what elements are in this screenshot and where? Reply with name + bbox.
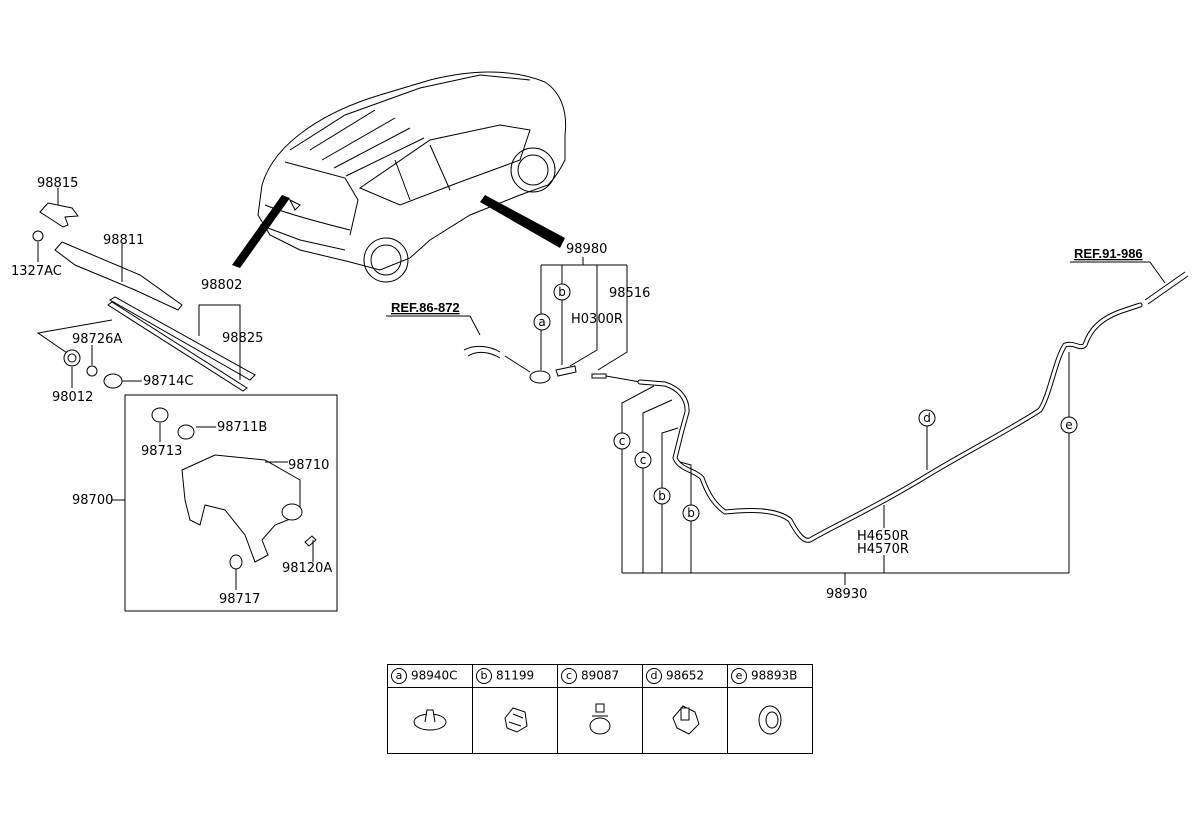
label-98802: 98802 [201, 278, 242, 293]
nut-98726A [86, 365, 98, 377]
label-98815: 98815 [37, 176, 78, 191]
label-H4570R: H4570R [857, 542, 909, 557]
callout-d: d [923, 411, 931, 425]
bushing-98717 [229, 554, 243, 570]
wiper-motor-group: 98700 98713 98711B 98710 98120A 98717 [72, 394, 338, 612]
callout-c-2: c [640, 453, 647, 467]
bolt-98120A [304, 535, 317, 547]
callout-b-2: b [687, 506, 695, 520]
callout-e: e [1065, 418, 1072, 432]
cap-98012 [63, 349, 81, 367]
wiper-motor-98710 [181, 454, 301, 563]
label-98700: 98700 [72, 493, 113, 508]
callout-b-1: b [658, 489, 666, 503]
label-98710: 98710 [288, 458, 329, 473]
bushing-98711B [177, 424, 195, 440]
legend-image-e [727, 687, 813, 754]
label-98825: 98825 [222, 331, 263, 346]
callout-c-1: c [619, 434, 626, 448]
label-98711B: 98711B [217, 420, 267, 435]
callout-b: b [558, 285, 566, 299]
label-H4650R: H4650R [857, 529, 909, 544]
legend-image-d [642, 687, 728, 754]
label-98980: 98980 [566, 242, 607, 257]
legend-image-b [472, 687, 558, 754]
label-98120A: 98120A [282, 561, 332, 576]
washer-hose-98930: REF.91-986 c c b b d e H4650R H4570R 989… [613, 246, 1189, 602]
washer-connector-group: REF.86-872 98980 b a 98516 H0300R [386, 242, 650, 384]
washer-98714C [103, 373, 123, 389]
label-98811: 98811 [103, 233, 144, 248]
nut-1327AC [32, 230, 44, 242]
seal-98713 [151, 407, 169, 423]
legend-image-c [557, 687, 643, 754]
label-98012: 98012 [52, 390, 93, 405]
ref-91-986[interactable]: REF.91-986 [1074, 246, 1143, 261]
ref-86-872[interactable]: REF.86-872 [391, 300, 460, 315]
callout-a: a [538, 315, 545, 329]
label-98930: 98930 [826, 587, 867, 602]
label-98726A: 98726A [72, 332, 122, 347]
label-98516: 98516 [609, 286, 650, 301]
vehicle-illustration [232, 71, 567, 283]
label-98713: 98713 [141, 444, 182, 459]
arm-cover-98815 [39, 202, 79, 228]
wiper-arm-98811 [54, 241, 183, 311]
wiper-blade-98802 [109, 296, 256, 381]
label-H0300R: H0300R [571, 312, 623, 327]
legend-image-a [387, 687, 473, 754]
wiper-arm-group: 98815 98811 1327AC 98802 98825 98012 987… [11, 176, 263, 405]
label-1327AC: 1327AC [11, 264, 62, 279]
label-98714C: 98714C [143, 374, 193, 389]
label-98717: 98717 [219, 592, 260, 607]
